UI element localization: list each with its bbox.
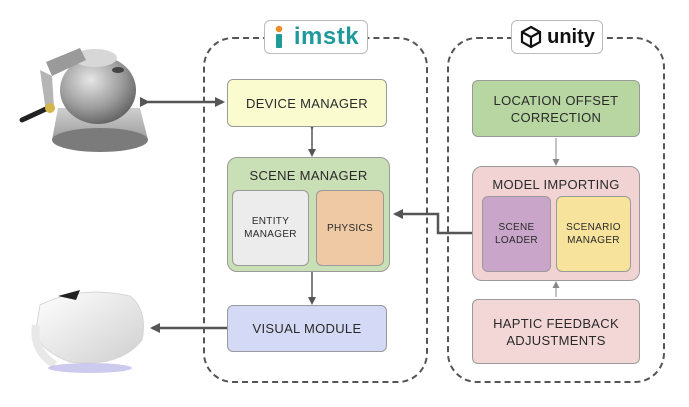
entity-manager-box: ENTITY MANAGER <box>232 190 309 266</box>
visual-module-box: VISUAL MODULE <box>227 305 387 352</box>
unity-logo-text: unity <box>547 25 595 48</box>
imstk-logo-icon <box>275 25 283 48</box>
scene-manager-label: SCENE MANAGER <box>249 168 368 183</box>
scenario-manager-label: SCENARIO MANAGER <box>566 222 621 246</box>
haptic-feedback-box: HAPTIC FEEDBACK ADJUSTMENTS <box>472 299 640 364</box>
model-importing-label: MODEL IMPORTING <box>492 177 620 192</box>
scenario-manager-box: SCENARIO MANAGER <box>556 196 631 272</box>
device-manager-label: DEVICE MANAGER <box>246 95 368 111</box>
imstk-logo-text: imstk <box>293 23 360 50</box>
device-manager-box: DEVICE MANAGER <box>227 79 387 127</box>
physics-label: PHYSICS <box>326 222 373 234</box>
location-offset-box: LOCATION OFFSET CORRECTION <box>472 80 640 137</box>
haptic-feedback-label: HAPTIC FEEDBACK ADJUSTMENTS <box>493 315 619 348</box>
entity-manager-label: ENTITY MANAGER <box>244 216 297 240</box>
scene-loader-label: SCENE LOADER <box>495 222 538 246</box>
location-offset-label: LOCATION OFFSET CORRECTION <box>493 92 619 125</box>
scene-loader-box: SCENE LOADER <box>482 196 551 272</box>
imstk-logo: imstk <box>264 20 368 54</box>
visual-module-label: VISUAL MODULE <box>252 321 362 336</box>
arrow-model-scene <box>393 209 483 235</box>
physics-box: PHYSICS <box>316 190 384 266</box>
unity-logo: unity <box>511 20 603 54</box>
unity-logo-icon <box>521 25 542 49</box>
